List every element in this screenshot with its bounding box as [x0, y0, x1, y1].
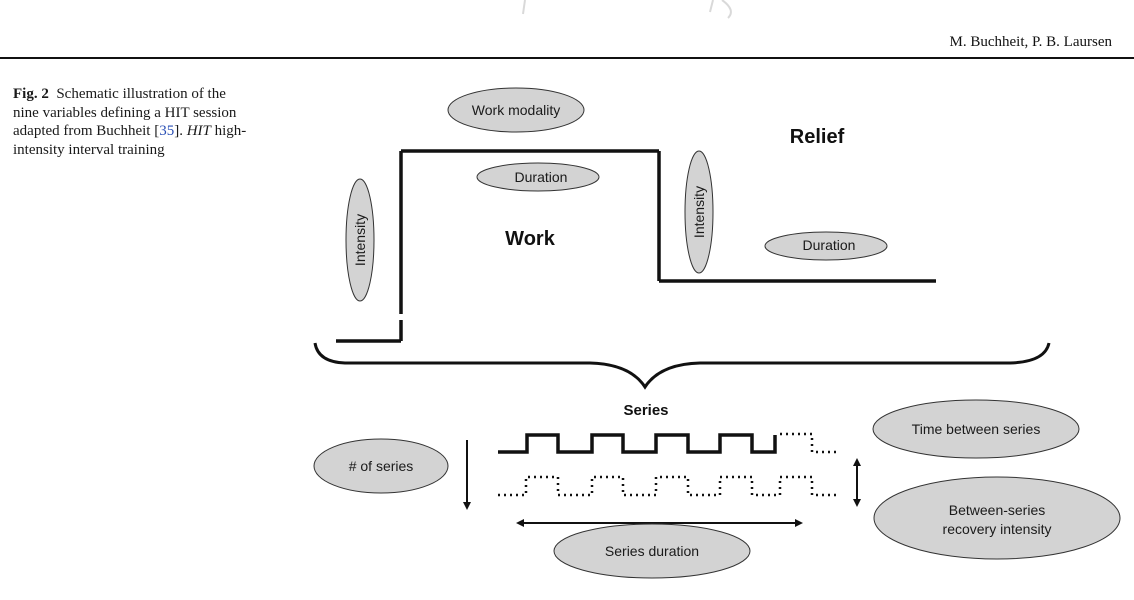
svg-text:Series duration: Series duration	[605, 543, 699, 559]
series-label: Series	[623, 402, 668, 419]
relief-label: Relief	[790, 126, 845, 148]
work-modality-ellipse: Work modality	[447, 87, 585, 133]
series-square-wave	[498, 433, 777, 454]
caption-text: Schematic illustration of the nine varia…	[13, 86, 237, 139]
caption-abbr: HIT	[186, 123, 211, 139]
next-series-dotted-wave	[498, 475, 838, 497]
svg-text:Time between series: Time between series	[912, 421, 1041, 437]
running-head: M. Buchheit, P. B. Laursen	[949, 34, 1113, 50]
svg-text:Work modality: Work modality	[472, 102, 560, 118]
relief-duration-ellipse: Duration	[764, 231, 888, 261]
series-continuation-dots	[780, 432, 838, 454]
svg-text:Between-series: Between-series	[949, 502, 1046, 518]
svg-text:# of series: # of series	[349, 458, 414, 474]
figure-caption: Fig. 2 Schematic illustration of the nin…	[13, 86, 247, 158]
series-duration-ellipse: Series duration	[553, 523, 751, 579]
citation-link[interactable]: 35	[159, 123, 175, 139]
intensity-profile-line	[336, 149, 936, 343]
svg-text:Intensity: Intensity	[352, 214, 368, 266]
between-series-recovery-ellipse: Between-series recovery intensity	[873, 476, 1121, 560]
svg-text:recovery intensity: recovery intensity	[943, 521, 1052, 537]
svg-text:Intensity: Intensity	[691, 186, 707, 238]
caption-label: Fig. 2	[13, 86, 49, 102]
relief-intensity-ellipse: Intensity	[684, 150, 714, 274]
work-label: Work	[505, 228, 556, 250]
time-between-series-ellipse: Time between series	[872, 399, 1080, 459]
header-rule	[0, 57, 1134, 59]
svg-text:Duration: Duration	[515, 169, 568, 185]
number-of-series-ellipse: # of series	[313, 438, 449, 494]
series-brace	[313, 342, 1051, 390]
work-duration-ellipse: Duration	[476, 162, 600, 192]
svg-text:Duration: Duration	[803, 237, 856, 253]
watermark	[522, 0, 732, 19]
work-intensity-ellipse: Intensity	[345, 178, 375, 302]
